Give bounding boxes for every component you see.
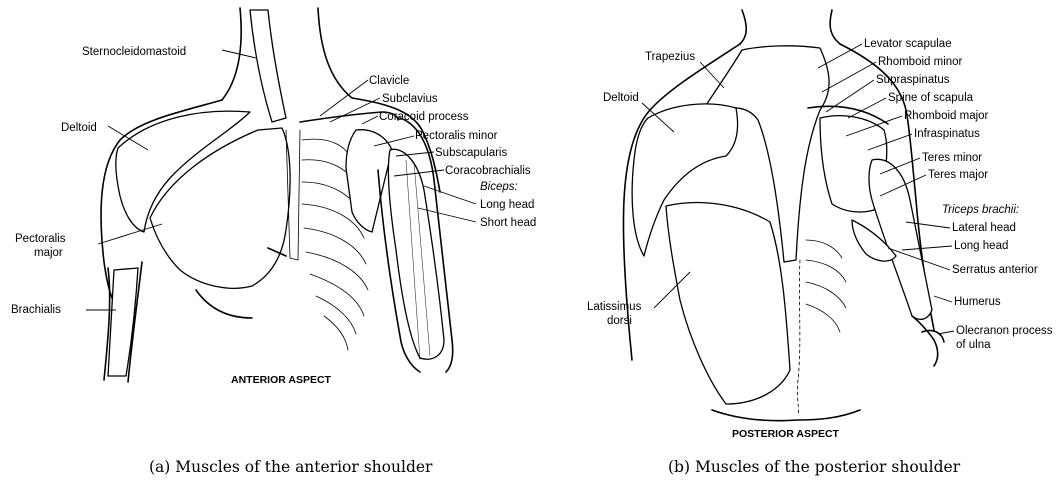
posterior-ribs bbox=[806, 240, 846, 332]
label-levator-scapulae: Levator scapulae bbox=[864, 38, 952, 50]
posterior-figure: Trapezius Deltoid Latissimus dorsi Levat… bbox=[587, 10, 1053, 476]
label-teres-major: Teres major bbox=[928, 169, 988, 181]
label-biceps: Biceps: bbox=[480, 181, 518, 193]
label-deltoid-posterior: Deltoid bbox=[603, 92, 639, 104]
label-pectoralis-minor: Pectoralis minor bbox=[415, 130, 498, 142]
latissimus-dorsi-muscle bbox=[666, 203, 790, 404]
label-sternocleidomastoid: Sternocleidomastoid bbox=[82, 46, 186, 58]
label-olecranon-line2: of ulna bbox=[956, 339, 991, 351]
anterior-figure: Sternocleidomastoid Deltoid Pectoralis m… bbox=[11, 8, 536, 476]
sternocleidomastoid-muscle bbox=[250, 10, 286, 122]
label-subclavius: Subclavius bbox=[382, 93, 438, 105]
anterior-aspect-title: ANTERIOR ASPECT bbox=[231, 374, 332, 386]
label-rhomboid-major: Rhomboid major bbox=[904, 110, 989, 122]
label-trapezius: Trapezius bbox=[645, 51, 695, 63]
label-latissimus-line2: dorsi bbox=[607, 315, 632, 327]
biceps-muscle bbox=[388, 149, 444, 359]
label-supraspinatus: Supraspinatus bbox=[876, 74, 950, 86]
label-coracobrachialis: Coracobrachialis bbox=[445, 165, 531, 177]
label-serratus-anterior: Serratus anterior bbox=[952, 264, 1038, 276]
olecranon bbox=[922, 330, 944, 342]
brachialis-muscle bbox=[108, 268, 138, 376]
anterior-caption: (a) Muscles of the anterior shoulder bbox=[149, 458, 433, 476]
label-subscapularis: Subscapularis bbox=[435, 147, 507, 159]
label-clavicle: Clavicle bbox=[369, 75, 409, 87]
label-spine-of-scapula: Spine of scapula bbox=[888, 92, 974, 104]
label-humerus: Humerus bbox=[954, 296, 1001, 308]
anterior-illustration bbox=[101, 8, 453, 382]
vertebral-column bbox=[797, 260, 800, 414]
posterior-caption: (b) Muscles of the posterior shoulder bbox=[668, 458, 961, 476]
label-triceps-long-head: Long head bbox=[954, 240, 1008, 252]
pectoralis-minor-muscle bbox=[346, 130, 392, 232]
label-olecranon-line1: Olecranon process bbox=[956, 325, 1053, 337]
label-pectoralis-major-line1: Pectoralis bbox=[15, 233, 66, 245]
label-biceps-long-head: Long head bbox=[480, 199, 534, 211]
label-triceps-lateral-head: Lateral head bbox=[952, 222, 1016, 234]
label-triceps-brachii: Triceps brachii: bbox=[942, 204, 1019, 216]
label-biceps-short-head: Short head bbox=[480, 217, 536, 229]
label-infraspinatus: Infraspinatus bbox=[914, 128, 980, 140]
posterior-aspect-title: POSTERIOR ASPECT bbox=[732, 428, 840, 440]
label-pectoralis-major-line2: major bbox=[34, 247, 63, 259]
label-rhomboid-minor: Rhomboid minor bbox=[878, 56, 963, 68]
label-teres-minor: Teres minor bbox=[922, 152, 982, 164]
label-deltoid: Deltoid bbox=[61, 122, 97, 134]
label-latissimus-line1: Latissimus bbox=[587, 301, 642, 313]
posterior-illustration bbox=[623, 10, 944, 421]
label-coracoid-process: Coracoid process bbox=[379, 111, 469, 123]
label-brachialis: Brachialis bbox=[11, 304, 61, 316]
